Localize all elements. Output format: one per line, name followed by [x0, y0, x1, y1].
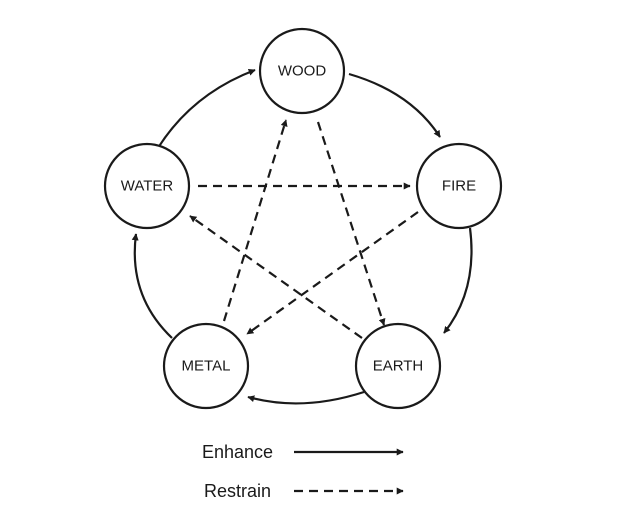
- arrow-water-to-wood: [157, 68, 256, 149]
- node-fire: FIRE: [415, 142, 503, 230]
- node-wood: WOOD: [258, 27, 346, 115]
- arrow-earth-to-metal: [247, 390, 365, 405]
- arrow-metal-to-water: [131, 233, 173, 339]
- legend-restrain: Restrain: [204, 481, 404, 501]
- node-fire-label: FIRE: [442, 178, 476, 195]
- node-metal-label: METAL: [182, 358, 231, 375]
- node-wood-circle: [258, 27, 346, 115]
- enhance-arrows: [131, 68, 473, 405]
- node-water: WATER: [103, 142, 191, 230]
- node-earth: EARTH: [354, 322, 442, 410]
- restrain-arrows: [189, 119, 419, 339]
- arrow-metal-to-wood: [222, 119, 288, 322]
- node-earth-label: EARTH: [373, 358, 424, 375]
- node-wood-label: WOOD: [278, 63, 326, 80]
- legend: Enhance Restrain: [202, 442, 404, 501]
- node-water-circle: [103, 142, 191, 230]
- legend-enhance: Enhance: [202, 442, 404, 462]
- arrow-wood-to-fire: [348, 72, 441, 138]
- arrow-fire-to-metal: [246, 211, 419, 335]
- node-metal: METAL: [162, 322, 250, 410]
- legend-restrain-label: Restrain: [204, 481, 271, 501]
- node-metal-circle: [162, 322, 250, 410]
- node-water-label: WATER: [121, 178, 174, 195]
- arrow-earth-to-water: [189, 215, 363, 339]
- node-fire-circle: [415, 142, 503, 230]
- arrow-wood-to-earth: [316, 121, 386, 326]
- legend-enhance-label: Enhance: [202, 442, 273, 462]
- node-earth-circle: [354, 322, 442, 410]
- arrow-fire-to-earth: [443, 227, 473, 334]
